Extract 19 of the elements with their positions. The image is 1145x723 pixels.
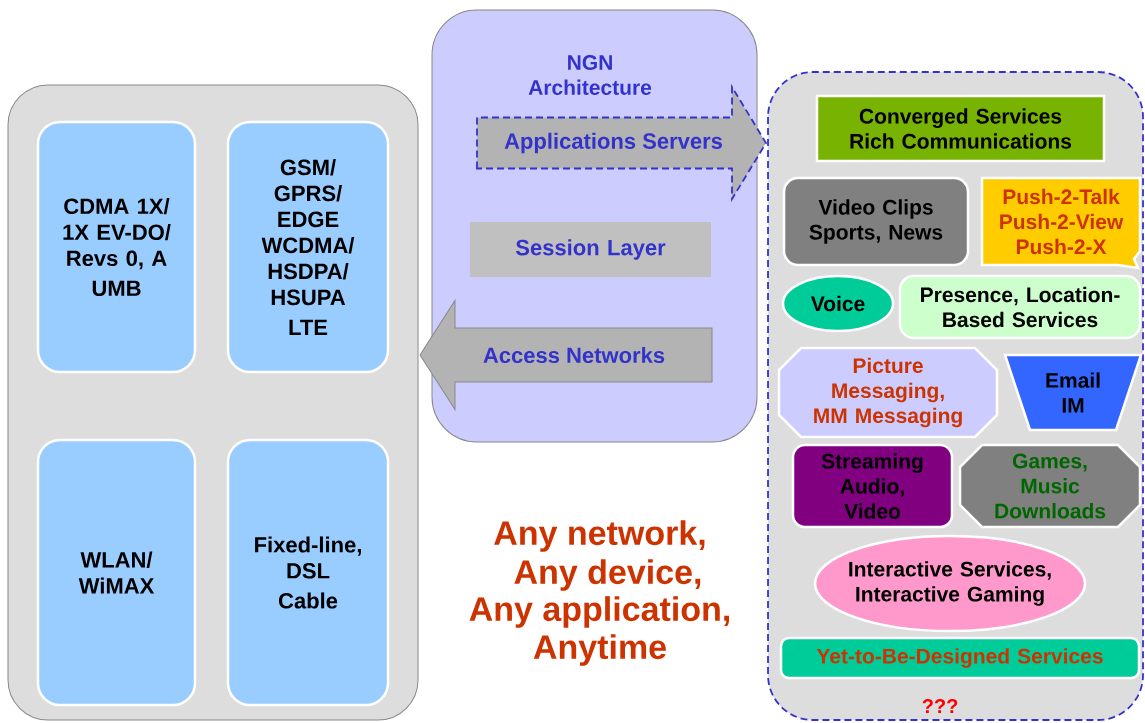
- slogan-line: Anytime: [533, 634, 666, 666]
- slogan-line: Any device,: [514, 559, 701, 591]
- network-box: CDMA 1X/ 1X EV-DO/ Revs 0, A UMB: [36, 120, 197, 374]
- edge-label: Applications Servers: [503, 131, 724, 155]
- layer-box: Session Layer: [470, 222, 711, 277]
- service-trapezoid: Email IM: [1003, 353, 1143, 432]
- speech-callout: Push-2-Talk Push-2-View Push-2-X: [980, 176, 1142, 270]
- network-box: Fixed-line, DSL Cable: [226, 438, 390, 707]
- service-octagon: Games, Music Downloads: [958, 443, 1142, 529]
- service-box: Converged Services Rich Communications: [815, 94, 1106, 163]
- network-box: WLAN/ WiMAX: [36, 438, 197, 707]
- service-box: Presence, Location- Based Services: [898, 274, 1142, 340]
- service-box: Video Clips Sports, News: [782, 176, 970, 267]
- network-box: GSM/ GPRS/ EDGE WCDMA/ HSDPA/ HSUPA LTE: [226, 120, 390, 374]
- service-octagon: Picture Messaging, MM Messaging: [777, 346, 999, 439]
- slogan-line: Any application,: [469, 596, 729, 628]
- slogan-line: Any network,: [494, 520, 705, 552]
- service-box: Yet-to-Be-Designed Services: [779, 636, 1141, 680]
- service-box: Streaming Audio, Video: [791, 443, 954, 529]
